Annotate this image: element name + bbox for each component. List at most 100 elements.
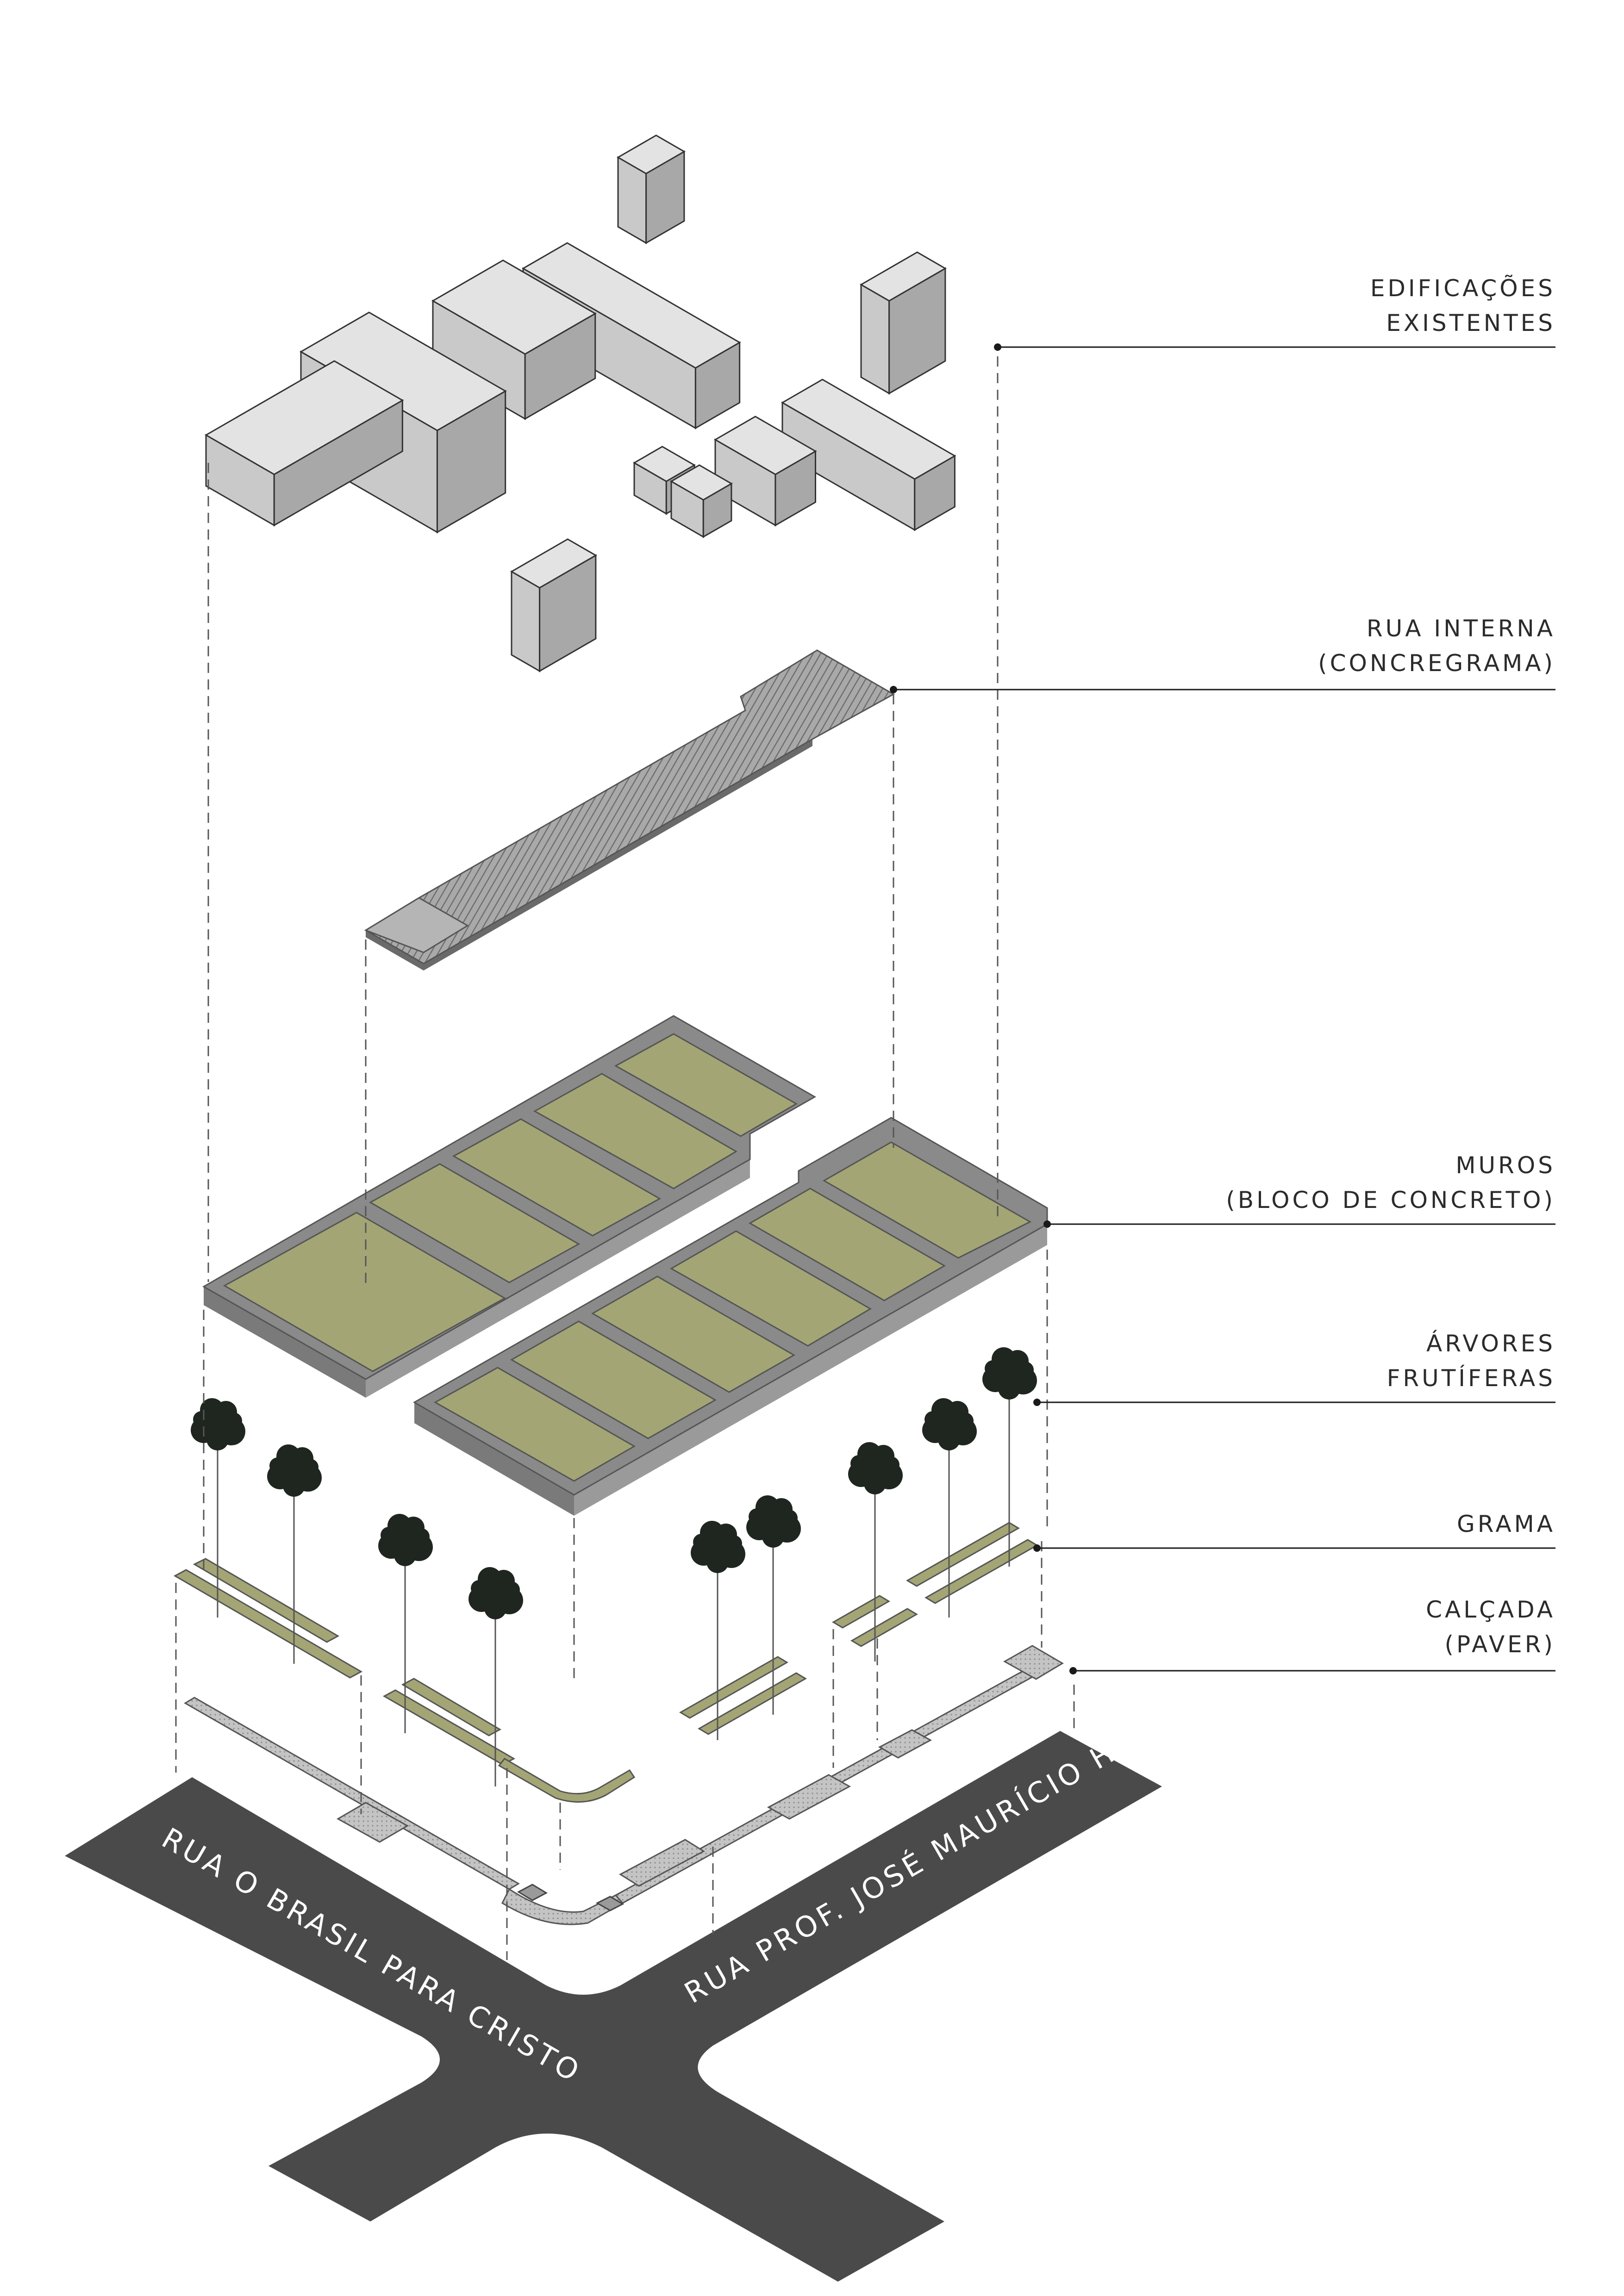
building-face-left [511,570,541,672]
grass-strip [401,1678,502,1736]
tree-canopy [985,1360,1001,1377]
grass-strip-corner [498,1758,636,1803]
legend-label-line: (PAVER) [1444,1631,1555,1658]
building-step-2 [669,464,733,538]
tree-canopy [938,1428,960,1450]
building-face-left [860,283,890,395]
sidewalk-small-2 [595,1896,625,1911]
street-label-left: RUA O BRASIL PARA CRISTO [156,1821,588,2090]
leader-dot [1069,1667,1077,1674]
building-low-left [205,360,404,527]
grass-cell [822,1141,1032,1259]
tree-canopy [998,1377,1020,1400]
grass-strip [906,1522,1020,1587]
legend-label-line: GRAMA [1457,1511,1555,1537]
legend-label-line: RUA INTERNA [1367,615,1555,642]
tree-canopy [850,1455,867,1472]
street-label-right: RUA PROF. JOSÉ MAURÍCIO HIGGINS [679,1674,1227,2010]
sidewalk-access-2 [619,1839,705,1887]
grass-cell [510,1320,717,1439]
building-face-top [510,538,597,589]
building-right-long [781,379,956,531]
building-face-top [781,379,956,480]
legend-item-edificacoes: EDIFICAÇÕES EXISTENTES [994,275,1555,351]
projection-lines [175,356,1075,1960]
building-tower-top [616,134,686,244]
sidewalk-access-5 [1003,1645,1064,1680]
tree-canopy [957,1412,974,1429]
sidewalk-access-1 [336,1802,409,1843]
grass-strip [832,1595,890,1629]
tree-canopy [781,1510,798,1526]
tree-canopy [381,1527,397,1543]
grass-strip [193,1558,340,1643]
sidewalk-curve [501,1888,624,1925]
wall-block-left-front [366,1159,750,1398]
fruit-trees-layer [191,1347,1037,1786]
legend-label-line: EXISTENTES [1386,310,1555,336]
fruit-tree-icon [982,1347,1037,1567]
walls-layer [202,1015,1048,1516]
building-face-top [669,464,733,501]
grass-cell [533,1073,737,1189]
legend-label-line: (BLOCO DE CONCRETO) [1226,1187,1555,1213]
building-right-tall [859,251,947,395]
building-face-top [431,259,597,355]
building-face-top [632,446,696,482]
grass-cell [748,1188,946,1301]
grass-cell [614,1033,798,1137]
grass-cell [591,1276,796,1393]
leader-dot [890,686,897,693]
wall-block-right-side [414,1402,574,1516]
leader-dot [1033,1399,1041,1406]
leader-dot [1033,1544,1041,1552]
wall-block-right-front [574,1224,1047,1516]
sidewalk-access-3 [767,1774,851,1820]
building-face-top [859,251,947,302]
tree-canopy [193,1411,210,1428]
legend-label-line: ÁRVORES [1426,1330,1555,1357]
tree-canopy [706,1551,729,1573]
legend-label-line: FRUTÍFERAS [1387,1364,1555,1392]
tree-canopy [269,1457,286,1474]
fruit-tree-icon [691,1521,745,1740]
leader-dot [1043,1220,1051,1228]
internal-road-concregrama [364,649,895,971]
internal-road-ramp [364,897,469,953]
grass-strip [679,1656,788,1719]
legend-item-grama: GRAMA [1033,1511,1555,1552]
internal-road-surface [364,649,895,964]
existing-buildings-layer [205,134,956,672]
grass-cell [452,1118,662,1237]
fruit-tree-icon [267,1444,322,1664]
legend-label-line: CALÇADA [1426,1596,1555,1623]
road-surface [65,1731,1162,2282]
grass-strip [382,1689,516,1766]
tree-canopy [1017,1362,1034,1378]
sidewalk-small-1 [517,1884,548,1901]
fruit-tree-icon [848,1442,903,1661]
tree-canopy [864,1472,886,1494]
road-intersection: RUA O BRASIL PARA CRISTO RUA PROF. JOSÉ … [65,1674,1227,2282]
legend-label-line: EDIFICAÇÕES [1370,275,1555,302]
building-face-top [616,134,686,174]
building-face-top [205,360,404,475]
tree-canopy [206,1428,229,1450]
building-face-top [521,242,741,369]
sidewalk-paver-layer [184,1645,1064,1925]
tree-canopy [924,1411,941,1428]
tree-canopy [762,1525,784,1548]
tree-canopy [725,1535,742,1552]
sidewalk-access-4 [878,1729,932,1759]
grass-cell [669,1230,872,1347]
building-cube [510,538,597,672]
legend-label-line: MUROS [1455,1152,1555,1179]
wall-block-left-side [204,1287,366,1398]
grass-strip [173,1569,363,1679]
grass-cell [433,1367,636,1482]
leader-dot [994,343,1001,351]
grass-strip [698,1672,807,1735]
legend-item-muros: MUROS (BLOCO DE CONCRETO) [1043,1152,1555,1228]
building-face-top [714,416,817,475]
tree-canopy [302,1459,319,1475]
